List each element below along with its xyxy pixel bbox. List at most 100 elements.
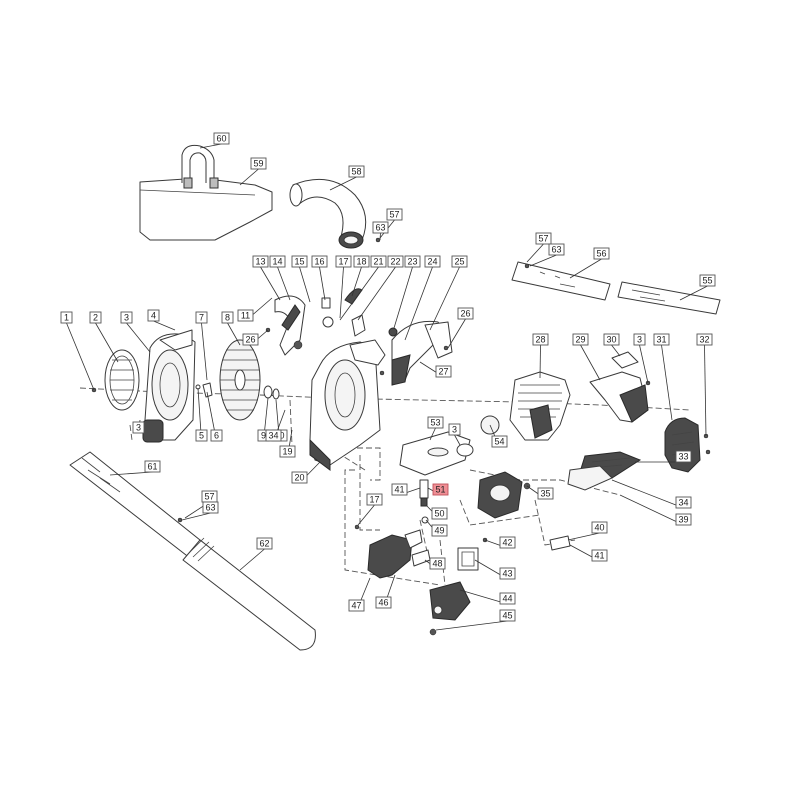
leader-line-56 xyxy=(569,258,602,279)
callout-box xyxy=(370,255,387,268)
callout-17: 17 xyxy=(366,493,383,506)
leader-line-62 xyxy=(239,548,265,571)
callout-30: 30 xyxy=(603,333,620,346)
callout-label: 33 xyxy=(678,452,688,462)
callout-label: 5 xyxy=(199,431,204,441)
callout-35: 35 xyxy=(537,487,554,500)
callout-box xyxy=(250,157,267,170)
part-56-tube xyxy=(511,261,611,301)
part-47-handle xyxy=(367,529,423,579)
callout-box xyxy=(348,165,365,178)
callout-label: 25 xyxy=(454,257,464,267)
callout-box xyxy=(633,333,646,346)
callout-41: 41 xyxy=(591,549,608,562)
callout-box xyxy=(537,487,554,500)
callout-label: 54 xyxy=(494,437,504,447)
callout-box xyxy=(353,255,370,268)
callout-box xyxy=(147,309,160,322)
callout-box xyxy=(603,333,620,346)
callout-53: 53 xyxy=(427,416,444,429)
part-10-spacer xyxy=(272,388,280,400)
callout-label: 27 xyxy=(438,367,448,377)
callout-59: 59 xyxy=(250,157,267,170)
callout-34: 34 xyxy=(675,496,692,509)
callout-63: 63 xyxy=(372,221,389,234)
callout-box xyxy=(431,524,448,537)
callout-15: 15 xyxy=(291,255,308,268)
leader-line-7 xyxy=(201,322,208,381)
callout-63: 63 xyxy=(548,243,565,256)
callout-43: 43 xyxy=(499,567,516,580)
part-63-screw xyxy=(375,237,381,243)
part-60-bag-handle xyxy=(181,144,219,189)
callout-label: 3 xyxy=(452,425,457,435)
callout-57: 57 xyxy=(386,208,403,221)
leader-line-60 xyxy=(199,143,222,149)
part-26-screw-c xyxy=(379,370,385,376)
callout-label: 34 xyxy=(678,498,688,508)
callout-label: 20 xyxy=(294,473,304,483)
callout-label: 30 xyxy=(606,335,616,345)
part-32-screw-b xyxy=(705,449,711,455)
callout-box xyxy=(431,507,448,520)
callout-box xyxy=(499,609,516,622)
part-29-engine-cover xyxy=(589,371,649,423)
callout-40: 40 xyxy=(591,521,608,534)
callout-32: 32 xyxy=(696,333,713,346)
callout-box xyxy=(120,311,133,324)
callout-label: 57 xyxy=(389,210,399,220)
leader-line-26 xyxy=(447,318,466,349)
leader-line-58 xyxy=(329,176,357,191)
callout-box xyxy=(386,208,403,221)
callout-11: 11 xyxy=(237,309,254,322)
leader-line-17 xyxy=(339,266,344,319)
callout-label: 63 xyxy=(551,245,561,255)
part-8-impeller xyxy=(219,339,261,421)
callout-box xyxy=(653,333,670,346)
callout-box xyxy=(213,132,230,145)
callout-label: 57 xyxy=(204,492,214,502)
callout-box xyxy=(535,232,552,245)
leader-line-63 xyxy=(379,232,381,241)
callout-label: 19 xyxy=(282,447,292,457)
callout-label: 29 xyxy=(575,335,585,345)
part-48-trigger xyxy=(411,549,431,567)
callout-box xyxy=(291,255,308,268)
callout-label: 13 xyxy=(255,257,265,267)
leader-line-1 xyxy=(66,322,95,391)
callout-label: 62 xyxy=(259,539,269,549)
callout-box xyxy=(699,274,716,287)
callout-box xyxy=(348,599,365,612)
part-22-cable xyxy=(351,314,366,337)
part-59-collection-bag xyxy=(139,177,273,241)
callout-label: 40 xyxy=(594,523,604,533)
callout-26: 26 xyxy=(242,333,259,346)
part-21-gear xyxy=(322,316,334,328)
callout-label: 63 xyxy=(375,223,385,233)
part-26-screw-b xyxy=(443,345,449,351)
leader-line-15 xyxy=(299,266,311,303)
callout-box xyxy=(675,496,692,509)
leader-line-63 xyxy=(529,254,557,267)
callout-box xyxy=(335,255,352,268)
callout-label: 57 xyxy=(538,234,548,244)
callout-label: 8 xyxy=(225,313,230,323)
callout-18: 18 xyxy=(353,255,370,268)
callout-label: 1 xyxy=(64,313,69,323)
callout-box xyxy=(451,255,468,268)
callout-label: 23 xyxy=(407,257,417,267)
leader-line-16 xyxy=(319,266,326,301)
callout-box xyxy=(591,521,608,534)
part-40-spark-plug xyxy=(549,535,571,551)
callout-3: 3 xyxy=(633,333,646,346)
leader-line-61 xyxy=(109,471,153,476)
callout-55: 55 xyxy=(699,274,716,287)
callout-label: 47 xyxy=(351,601,361,611)
callout-label: 7 xyxy=(199,313,204,323)
callout-7: 7 xyxy=(195,311,208,324)
leader-line-14 xyxy=(277,266,291,301)
leader-line-31 xyxy=(661,344,673,421)
callout-box xyxy=(387,255,404,268)
callout-box xyxy=(372,221,389,234)
